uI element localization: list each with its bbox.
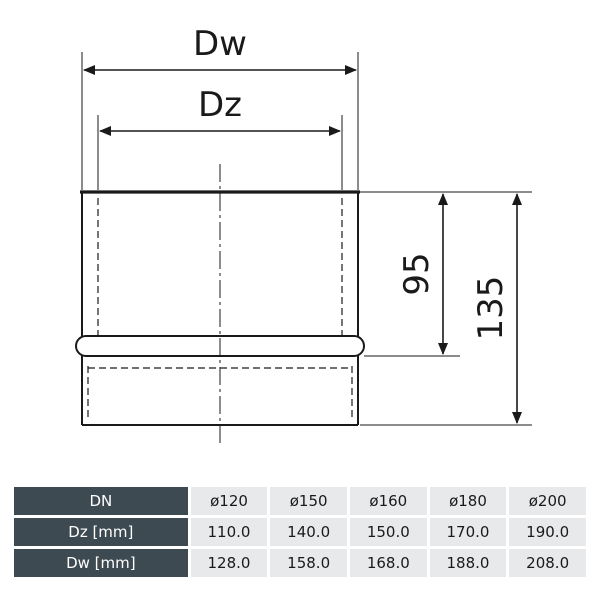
technical-drawing: Dw Dz 95 135 bbox=[75, 24, 532, 445]
table-cell: 140.0 bbox=[270, 518, 347, 546]
table-header-cell: ø120 bbox=[190, 487, 268, 515]
table-row: Dw [mm] 128.0 158.0 168.0 188.0 208.0 bbox=[14, 549, 586, 577]
table-row-label: Dw [mm] bbox=[14, 549, 188, 577]
dz-label: Dz bbox=[198, 85, 242, 125]
table-cell: 168.0 bbox=[349, 549, 427, 577]
table-cell: 170.0 bbox=[429, 518, 507, 546]
table-header-label: DN bbox=[14, 487, 188, 515]
table-cell: 158.0 bbox=[270, 549, 347, 577]
table-cell: 190.0 bbox=[509, 518, 586, 546]
table-header-cell: ø160 bbox=[349, 487, 427, 515]
dw-label: Dw bbox=[193, 24, 247, 64]
table-header-cell: ø150 bbox=[270, 487, 347, 515]
dimension-table: DN ø120 ø150 ø160 ø180 ø200 Dz [mm] 110.… bbox=[11, 484, 589, 580]
table-cell: 188.0 bbox=[429, 549, 507, 577]
table-header-cell: ø200 bbox=[509, 487, 586, 515]
table-row: Dz [mm] 110.0 140.0 150.0 170.0 190.0 bbox=[14, 518, 586, 546]
table-cell: 150.0 bbox=[349, 518, 427, 546]
table-cell: 110.0 bbox=[190, 518, 268, 546]
table-cell: 128.0 bbox=[190, 549, 268, 577]
table-header-row: DN ø120 ø150 ø160 ø180 ø200 bbox=[14, 487, 586, 515]
table-row-label: Dz [mm] bbox=[14, 518, 188, 546]
table-header-cell: ø180 bbox=[429, 487, 507, 515]
height-inner-label: 95 bbox=[397, 252, 437, 295]
height-total-label: 135 bbox=[471, 276, 511, 341]
extension-lines bbox=[81, 52, 532, 426]
table-cell: 208.0 bbox=[509, 549, 586, 577]
